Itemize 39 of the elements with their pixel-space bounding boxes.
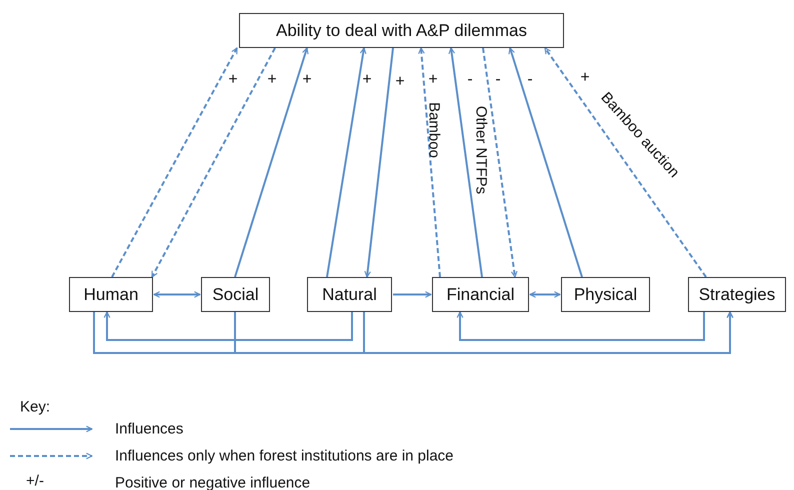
sign-label: - [467, 72, 473, 88]
sign-label: + [302, 72, 312, 88]
edge-label: Other NTFPs [474, 106, 488, 194]
arrow [234, 47, 309, 278]
node-box: Human [69, 277, 153, 312]
arrow [508, 47, 583, 278]
sign-label: + [395, 74, 405, 90]
sign-label: + [580, 70, 590, 86]
arrow [482, 48, 518, 278]
arrow [456, 311, 705, 341]
arrow [544, 47, 707, 278]
arrow [111, 47, 238, 278]
arrow [153, 291, 201, 298]
node-box: Social [201, 277, 270, 312]
arrow [326, 47, 366, 278]
key-label: Key: [20, 400, 50, 414]
arrow [151, 48, 276, 278]
node-box: Ability to deal with A&P dilemmas [239, 13, 564, 48]
sign-label: + [228, 72, 238, 88]
edge-label: Bamboo [426, 102, 442, 158]
node-box: Physical [561, 277, 650, 312]
legend-text: Influences [115, 422, 184, 436]
arrow [448, 47, 483, 278]
sign-label: - [527, 72, 533, 88]
sign-label: - [495, 72, 501, 88]
arrow [363, 311, 734, 354]
arrow [393, 291, 432, 298]
sign-label: + [362, 72, 372, 88]
sign-label: + [267, 72, 277, 88]
arrow [418, 47, 441, 278]
key-label: +/- [26, 474, 44, 488]
sign-label: + [428, 72, 438, 88]
arrow [529, 291, 561, 298]
node-box: Financial [432, 277, 529, 312]
arrow [364, 48, 394, 278]
arrow [104, 311, 353, 341]
node-box: Natural [307, 277, 392, 312]
node-box: Strategies [688, 277, 786, 312]
legend-text: Influences only when forest institutions are in place [115, 448, 454, 464]
